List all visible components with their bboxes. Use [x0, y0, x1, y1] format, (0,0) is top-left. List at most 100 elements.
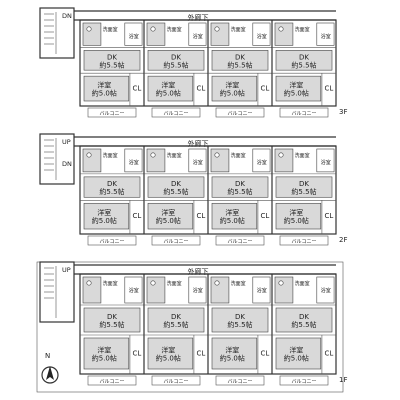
stair-label-up: UP — [62, 138, 71, 146]
room-size: 約5.0帖 — [284, 89, 309, 98]
washroom-label: 洗面室 — [295, 280, 310, 287]
room-size: 約5.0帖 — [92, 216, 117, 225]
balcony-label: バルコニー — [164, 111, 189, 117]
kitchen-counter — [210, 22, 230, 46]
sink-icon — [214, 26, 220, 32]
sink-icon — [214, 280, 220, 286]
stair-label-up: UP — [62, 266, 71, 274]
room-floor — [83, 75, 130, 102]
dk-size: 約5.5帖 — [99, 60, 124, 69]
room-size: 約5.0帖 — [156, 216, 181, 225]
dk-label: DK — [171, 313, 181, 321]
room-size: 約5.0帖 — [156, 89, 181, 98]
bath-label: 浴室 — [129, 33, 139, 40]
sink-icon — [278, 26, 284, 32]
compass-label: N — [45, 352, 50, 360]
room-label: 洋室 — [289, 346, 303, 355]
dk-label: DK — [107, 180, 117, 188]
floor-2f: UPDN外廊下洗面室浴室DK約5.5帖洋室約5.0帖CLバルコニー洗面室浴室DK… — [39, 133, 347, 246]
dk-label: DK — [171, 53, 181, 61]
room-floor — [147, 75, 194, 102]
dk-label: DK — [235, 313, 245, 321]
sink-icon — [86, 152, 92, 158]
balcony-outline — [215, 375, 265, 386]
bath-label: 浴室 — [129, 287, 139, 294]
bath-label: 浴室 — [257, 159, 267, 166]
stair-block — [39, 261, 75, 323]
room-label: 洋室 — [97, 81, 111, 90]
balcony-label: バルコニー — [100, 379, 125, 385]
kitchen-counter — [146, 22, 166, 46]
balcony-outline — [279, 107, 329, 118]
closet-label: CL — [197, 212, 206, 220]
room-size: 約5.0帖 — [220, 216, 245, 225]
kitchen-counter — [146, 148, 166, 173]
room-size: 約5.0帖 — [284, 354, 309, 363]
dk-size: 約5.5帖 — [99, 187, 124, 196]
balcony-label: バルコニー — [164, 239, 189, 245]
room-label: 洋室 — [225, 81, 239, 90]
dk-size: 約5.5帖 — [291, 320, 316, 329]
room-size: 約5.0帖 — [156, 354, 181, 363]
dk-floor — [275, 307, 333, 333]
bathtub-icon — [252, 276, 271, 304]
balcony-label: バルコニー — [228, 239, 253, 245]
room-label: 洋室 — [289, 81, 303, 90]
washroom-label: 洗面室 — [231, 152, 246, 159]
dk-floor — [83, 176, 141, 198]
room-size: 約5.0帖 — [284, 216, 309, 225]
bath-label: 浴室 — [257, 287, 267, 294]
floor-tag: 2F — [339, 236, 347, 244]
balcony-outline — [215, 107, 265, 118]
bathtub-icon — [316, 22, 335, 46]
sink-icon — [278, 280, 284, 286]
dk-size: 約5.5帖 — [163, 60, 188, 69]
sink-icon — [150, 26, 156, 32]
sink-icon — [278, 152, 284, 158]
dk-floor — [211, 50, 269, 71]
room-floor — [275, 337, 322, 370]
room-label: 洋室 — [225, 208, 239, 217]
balcony-label: バルコニー — [292, 111, 317, 117]
kitchen-counter — [146, 276, 166, 304]
dk-floor — [275, 50, 333, 71]
dk-floor — [83, 50, 141, 71]
bath-label: 浴室 — [193, 33, 203, 40]
room-label: 洋室 — [161, 81, 175, 90]
sink-icon — [86, 26, 92, 32]
dk-floor — [275, 176, 333, 198]
sink-icon — [150, 152, 156, 158]
room-floor — [211, 337, 258, 370]
closet-label: CL — [261, 212, 270, 220]
floor-tag: 1F — [339, 376, 347, 384]
room-label: 洋室 — [161, 208, 175, 217]
bathtub-icon — [252, 148, 271, 173]
room-label: 洋室 — [97, 346, 111, 355]
room-size: 約5.0帖 — [92, 89, 117, 98]
sink-icon — [214, 152, 220, 158]
dk-floor — [147, 307, 205, 333]
balcony-outline — [215, 235, 265, 246]
bath-label: 浴室 — [257, 33, 267, 40]
dk-floor — [147, 176, 205, 198]
kitchen-counter — [274, 276, 294, 304]
dk-floor — [211, 176, 269, 198]
sink-icon — [150, 280, 156, 286]
corridor-label: 外廊下 — [188, 267, 209, 276]
dk-label: DK — [107, 53, 117, 61]
washroom-label: 洗面室 — [231, 26, 246, 33]
balcony-label: バルコニー — [228, 111, 253, 117]
balcony-outline — [151, 375, 201, 386]
